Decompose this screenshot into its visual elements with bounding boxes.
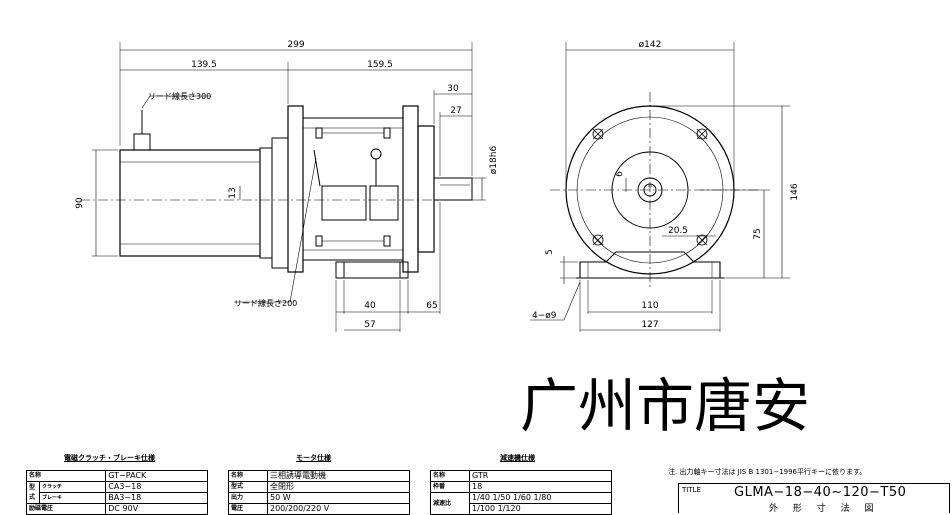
ratio-line-1: 1/40 1/50 1/60 1/80 — [469, 492, 612, 504]
dim-foot-127: 127 — [641, 320, 658, 330]
reducer-table-title: 減速機仕様 — [500, 454, 535, 462]
drawing-name: 外 形 寸 法 図 — [769, 504, 880, 514]
dim-foot-thickness: 5 — [545, 249, 555, 255]
frame-label: 枠番 — [430, 481, 470, 493]
gear-reducer — [417, 125, 435, 253]
dim-total-height: 146 — [790, 183, 800, 200]
voltage-label: 励磁電圧 — [25, 503, 107, 515]
brake-type-label: 型 — [29, 483, 36, 491]
output-shaft — [433, 177, 473, 201]
brake-value: BA3−18 — [105, 492, 208, 504]
frame-value: 18 — [469, 481, 612, 493]
motor-value: 50 W — [267, 492, 410, 504]
title-label: TITLE — [682, 486, 701, 494]
motor-label: 名称 — [228, 470, 268, 482]
motor-value: 三相誘導電動機 — [267, 470, 410, 482]
lead-length-200: リード線長さ200 — [234, 298, 297, 308]
end-view — [530, 42, 790, 332]
motor-table-title: モータ仕様 — [296, 454, 331, 462]
motor-label: 電圧 — [228, 503, 268, 515]
dim-foot-110: 110 — [641, 301, 658, 311]
dim-body-height: 90 — [75, 197, 85, 209]
motor-label: 出力 — [228, 492, 268, 504]
reducer-name-value: GTR — [469, 470, 612, 482]
shaft-circle — [637, 177, 663, 203]
ratio-line-2: 1/100 1/120 — [469, 503, 612, 515]
dim-shaft-length: 30 — [447, 84, 459, 94]
dim-key-depth: 20.5 — [668, 226, 688, 236]
dim-flange-dia: ø142 — [639, 40, 662, 50]
clutch-value: CA3−18 — [105, 481, 208, 493]
dim-key-width: 6 — [615, 171, 625, 177]
dim-right-length: 159.5 — [367, 60, 393, 70]
dim-shaft-dia: ø18h6 — [489, 146, 499, 175]
lead-length-300: リード線長さ300 — [148, 91, 211, 101]
brake-name-value: GT−PACK — [105, 470, 208, 482]
dim-offset-13: 13 — [228, 187, 238, 198]
side-view — [80, 42, 486, 332]
brake-table-title: 電磁クラッチ・ブレーキ仕様 — [64, 454, 155, 462]
key-standard-note: 注. 出力軸キー寸法は JIS B 1301−1996平行キーに依ります。 — [668, 468, 867, 476]
motor-body — [119, 149, 261, 257]
reducer-name-label: 名称 — [430, 470, 470, 482]
dim-overall-length: 299 — [287, 40, 304, 50]
dim-center-height: 75 — [753, 228, 763, 239]
dim-foot-57: 57 — [364, 320, 375, 330]
motor-value: 全閉形 — [267, 481, 410, 493]
brake-name-label: 名称 — [25, 470, 107, 482]
model-number: GLMA−18−40∼120−T50 — [734, 485, 907, 500]
clutch-label: クラッチ — [38, 481, 107, 493]
brake-type-label2: 式 — [29, 493, 36, 501]
dim-key-length: 27 — [450, 106, 461, 116]
dim-foot-65: 65 — [426, 301, 437, 311]
dim-left-length: 139.5 — [191, 60, 217, 70]
ratio-label: 減速比 — [430, 492, 470, 515]
dim-hole-callout: 4−ø9 — [532, 311, 557, 321]
voltage-value: DC 90V — [105, 503, 208, 515]
motor-label: 型式 — [228, 481, 268, 493]
watermark-text: 广州市唐安 — [520, 372, 810, 440]
title-block: TITLE GLMA−18−40∼120−T50 外 形 寸 法 図 — [678, 483, 950, 514]
motor-value: 200/200/220 V — [267, 503, 410, 515]
dim-foot-40: 40 — [364, 301, 376, 311]
brake-spec-table: 名称 GT−PACK 型 式 クラッチ CA3−18 ブレーキ BA3−18 励… — [25, 470, 208, 515]
brake-label: ブレーキ — [38, 492, 107, 504]
clutch-brake-unit — [302, 117, 404, 261]
